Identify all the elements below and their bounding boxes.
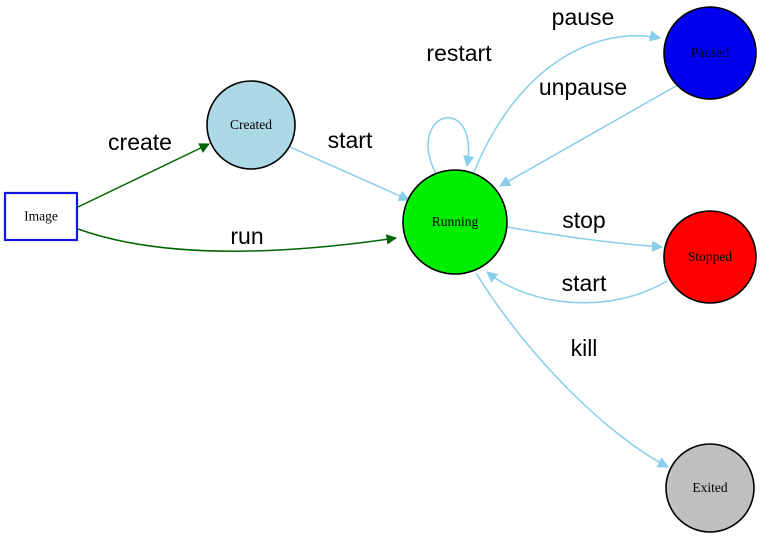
node-label-image: Image: [24, 209, 58, 224]
edge-run[interactable]: [77, 228, 398, 252]
edge-labels-layer: create run start restart pause unpause stop sta…: [108, 4, 627, 361]
edge-unpause[interactable]: [499, 85, 677, 187]
edge-label-run: run: [230, 223, 263, 249]
node-shape-created: [206, 80, 296, 170]
node-shape-paused: [663, 6, 757, 100]
node-created[interactable]: Created: [206, 80, 296, 170]
node-shape-exited: [665, 443, 755, 533]
edge-stop[interactable]: [506, 226, 664, 252]
node-shape-stopped: [663, 210, 757, 304]
node-label-created: Created: [230, 117, 272, 132]
node-exited[interactable]: Exited: [665, 443, 755, 533]
edge-create[interactable]: [77, 143, 210, 208]
edge-label-start-created: start: [328, 127, 373, 153]
edge-pause[interactable]: [473, 30, 662, 173]
edge-start-stopped[interactable]: [486, 271, 668, 304]
edge-label-kill: kill: [571, 335, 598, 361]
edge-kill[interactable]: [475, 272, 669, 468]
node-running[interactable]: Running: [402, 169, 508, 275]
edge-start-created[interactable]: [289, 146, 411, 202]
edge-restart[interactable]: [427, 117, 475, 175]
edges-layer: [77, 30, 677, 468]
edge-label-create: create: [108, 129, 172, 155]
node-label-stopped: Stopped: [688, 249, 733, 264]
node-label-paused: Paused: [691, 45, 729, 60]
node-label-running: Running: [432, 214, 479, 229]
node-shape-image: [3, 191, 79, 242]
edge-label-start-stopped: start: [562, 270, 607, 296]
edge-label-unpause: unpause: [539, 74, 627, 100]
edge-label-stop: stop: [562, 207, 605, 233]
node-stopped[interactable]: Stopped: [663, 210, 757, 304]
node-shape-running: [402, 169, 508, 275]
node-image[interactable]: Image: [3, 191, 79, 242]
edge-label-restart: restart: [426, 40, 492, 66]
node-paused[interactable]: Paused: [663, 6, 757, 100]
edge-label-pause: pause: [552, 4, 615, 30]
node-label-exited: Exited: [692, 480, 727, 495]
